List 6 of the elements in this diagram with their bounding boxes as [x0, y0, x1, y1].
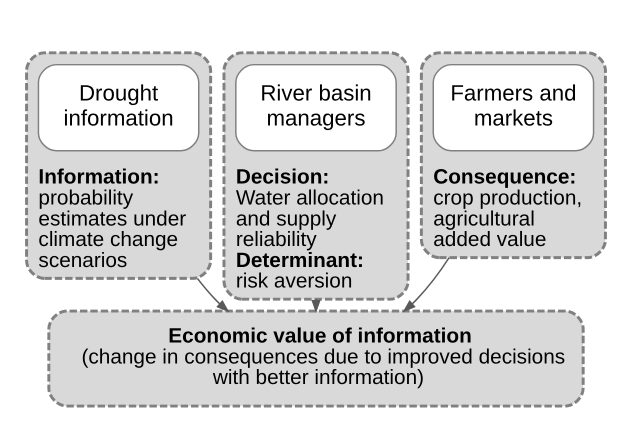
arrow	[402, 256, 450, 312]
node-box: Drought information	[38, 63, 200, 152]
arrow	[196, 277, 230, 312]
node-box: River basin managers	[235, 63, 397, 152]
node-box: Economic value of information (change in consequences due to improved decisions with better information)	[47, 309, 585, 408]
node-box: Farmers and markets	[432, 63, 594, 152]
